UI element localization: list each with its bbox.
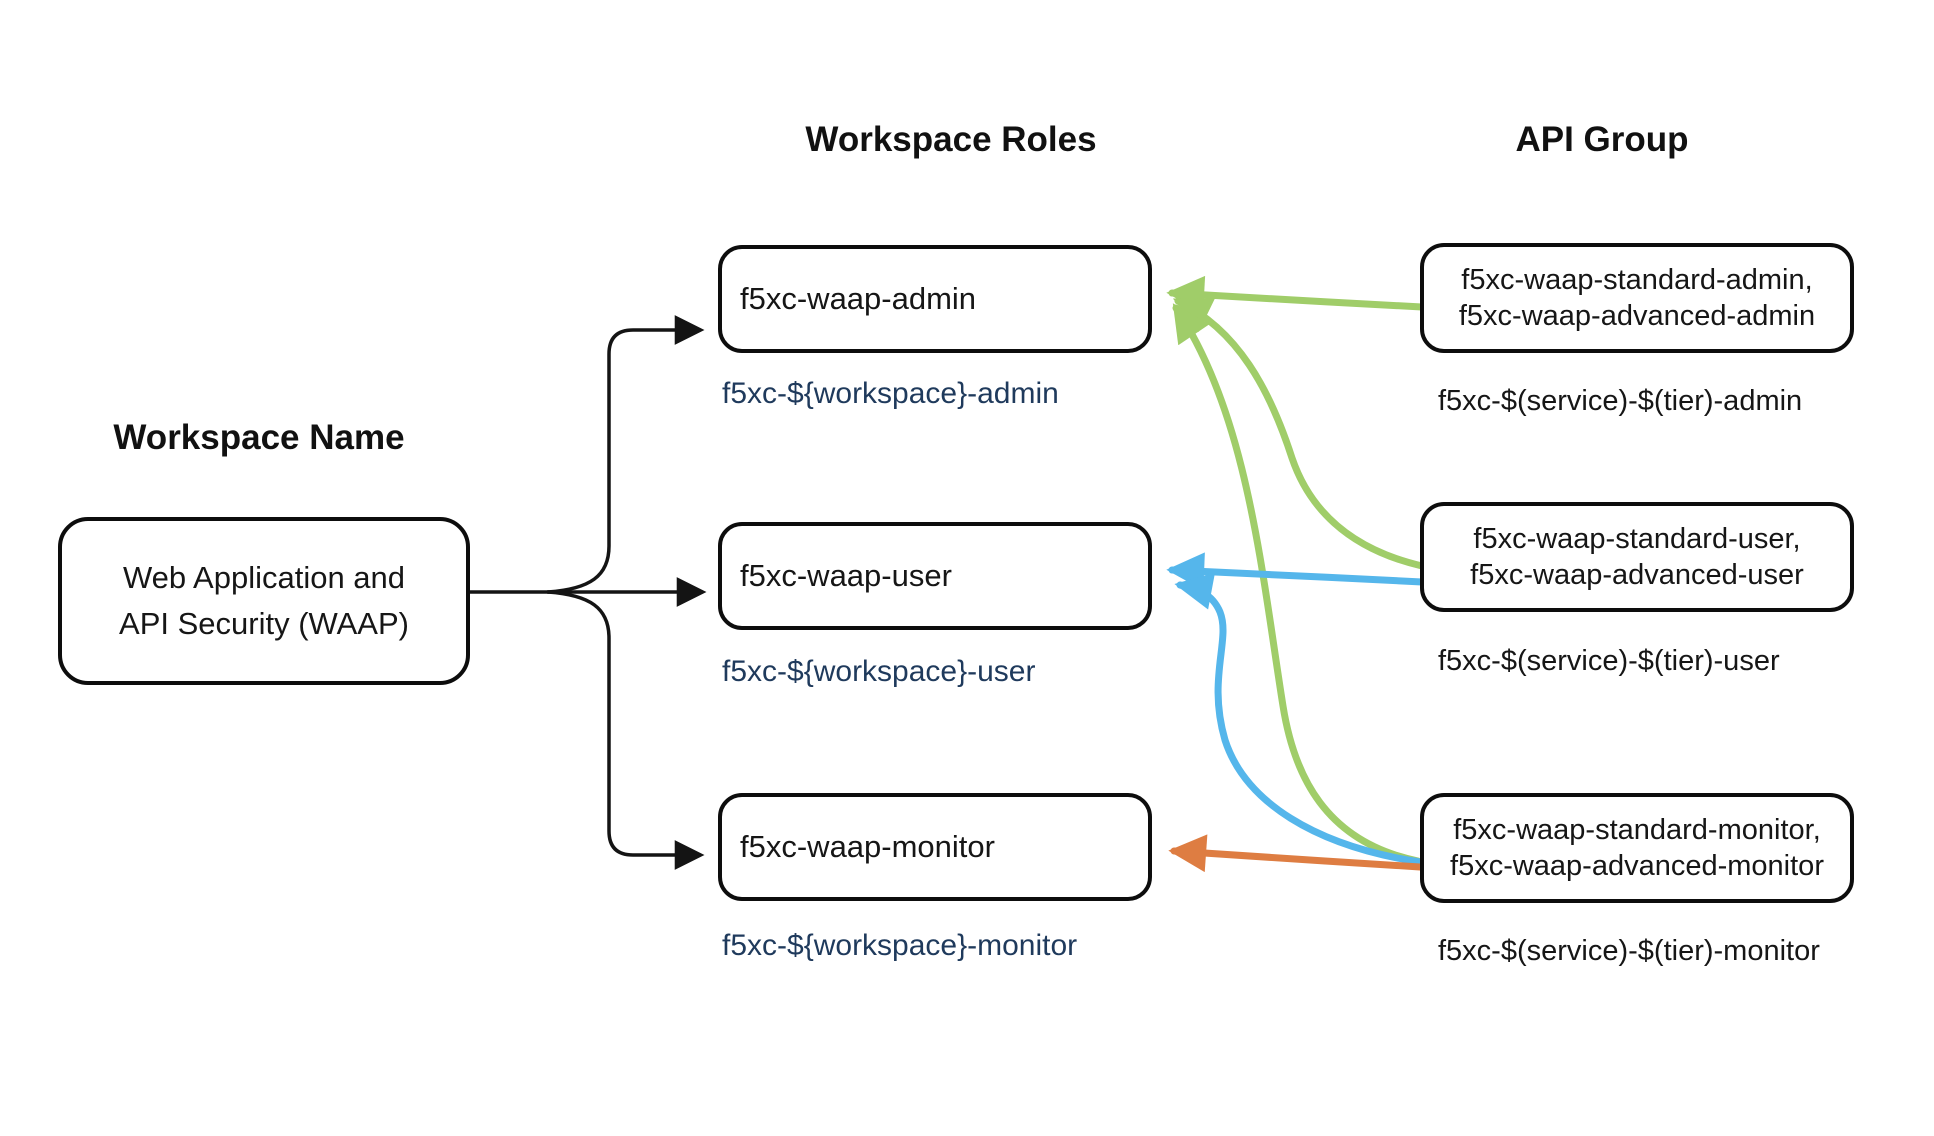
- workspace-box: Web Application and API Security (WAAP): [58, 517, 470, 685]
- workspace-box-line2: API Security (WAAP): [119, 606, 409, 641]
- api-box-monitor-line1: f5xc-waap-standard-monitor,: [1453, 814, 1821, 846]
- role-box-user-label: f5xc-waap-user: [740, 558, 952, 593]
- api-caption-admin: f5xc-$(service)-$(tier)-admin: [1438, 385, 1803, 417]
- role-caption-admin: f5xc-${workspace}-admin: [722, 377, 1059, 410]
- api-box-monitor-line2: f5xc-waap-advanced-monitor: [1450, 850, 1824, 882]
- edge-user-api-to-user-role: [1166, 552, 1426, 591]
- api-box-admin-line2: f5xc-waap-advanced-admin: [1458, 300, 1816, 332]
- edge-monitor-api-to-admin-role: [1172, 303, 1422, 865]
- api-box-user: f5xc-waap-standard-user, f5xc-waap-advan…: [1420, 502, 1854, 612]
- role-caption-monitor: f5xc-${workspace}-monitor: [722, 929, 1078, 962]
- role-box-admin: f5xc-waap-admin: [718, 245, 1152, 353]
- api-group-header: API Group: [1515, 120, 1689, 159]
- role-box-admin-label: f5xc-waap-admin: [740, 281, 977, 316]
- role-box-user: f5xc-waap-user: [718, 522, 1152, 630]
- api-caption-monitor: f5xc-$(service)-$(tier)-monitor: [1438, 935, 1820, 967]
- edge-monitor-api-to-user-role: [1174, 572, 1424, 866]
- role-box-monitor: f5xc-waap-monitor: [718, 793, 1152, 901]
- api-box-admin: f5xc-waap-standard-admin, f5xc-waap-adva…: [1420, 243, 1854, 353]
- workspace-box-line1: Web Application and: [122, 560, 406, 595]
- role-caption-user: f5xc-${workspace}-user: [722, 655, 1036, 688]
- api-box-user-line1: f5xc-waap-standard-user,: [1473, 523, 1801, 555]
- edge-user-api-to-admin-role: [1172, 297, 1426, 570]
- role-box-monitor-label: f5xc-waap-monitor: [740, 829, 995, 864]
- edge-monitor-api-to-monitor-role: [1168, 834, 1424, 873]
- api-box-monitor: f5xc-waap-standard-monitor, f5xc-waap-ad…: [1420, 793, 1854, 903]
- api-caption-user: f5xc-$(service)-$(tier)-user: [1438, 645, 1780, 677]
- workspace-name-header: Workspace Name: [113, 418, 405, 457]
- api-box-admin-line1: f5xc-waap-standard-admin,: [1461, 264, 1813, 296]
- api-box-user-line2: f5xc-waap-advanced-user: [1470, 559, 1804, 591]
- edge-workspace-to-admin-role: [546, 315, 705, 594]
- workspace-roles-header: Workspace Roles: [805, 120, 1097, 159]
- edge-workspace-to-monitor-role: [546, 590, 705, 870]
- edge-admin-api-to-admin-role: [1166, 275, 1426, 314]
